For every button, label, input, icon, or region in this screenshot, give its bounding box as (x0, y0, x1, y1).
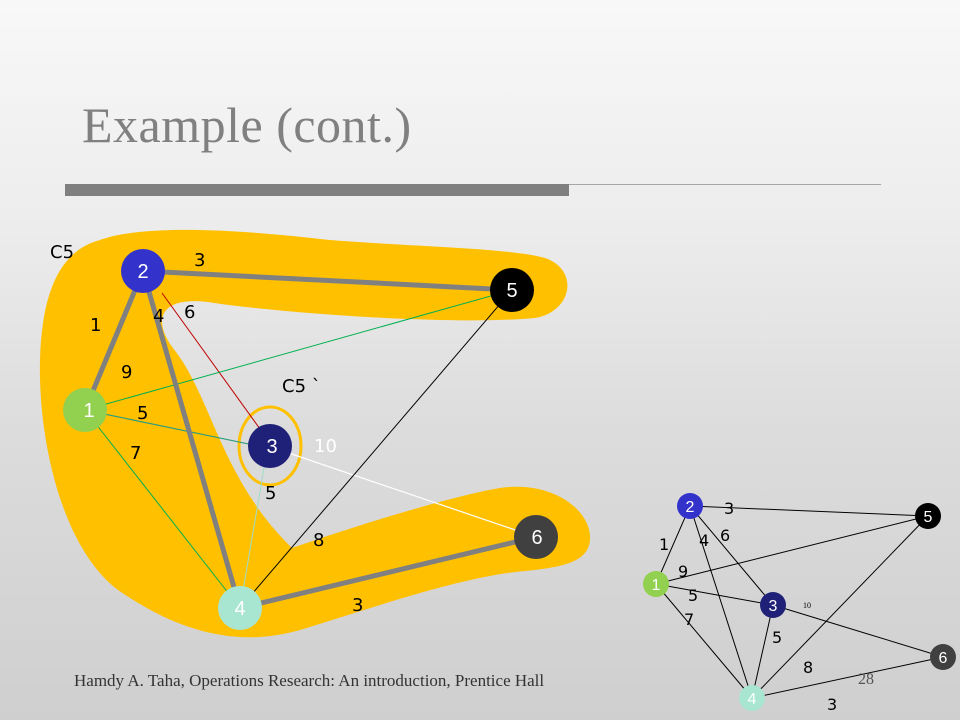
small-weight-1-2: 1 (659, 535, 669, 554)
c5-highlight-region (39, 229, 591, 638)
weight-1-3: 5 (137, 403, 148, 424)
small-weight-4-5: 8 (803, 658, 813, 677)
small-edge-1-2 (655, 505, 691, 585)
edge-3-4 (239, 461, 266, 609)
small-node-5: 5 (915, 503, 941, 529)
svg-text:2: 2 (137, 261, 148, 283)
c5-label: C5 (50, 242, 74, 263)
small-weight-1-5: 9 (678, 562, 688, 581)
slide-title: Example (cont.) (82, 97, 412, 153)
small-node-3: 3 (760, 592, 786, 618)
small-edge-1-3 (655, 583, 774, 606)
svg-text:6: 6 (939, 650, 948, 667)
title-underline-thick (65, 184, 569, 196)
weight-4-6: 3 (352, 595, 363, 616)
weight-4-5: 8 (313, 530, 324, 551)
svg-text:3: 3 (266, 436, 277, 458)
c5-prime-ring (237, 405, 303, 487)
weight-2-3: 6 (184, 302, 195, 323)
weight-1-5: 9 (121, 362, 132, 383)
small-edge-2-4 (689, 505, 753, 699)
svg-text:6: 6 (531, 527, 542, 549)
node-4: 4 (218, 586, 262, 630)
weight-2-4: 4 (153, 306, 164, 327)
weight-3-6: 10 (314, 436, 337, 457)
small-weight-2-4: 4 (699, 531, 709, 550)
svg-text:4: 4 (748, 691, 757, 708)
small-edge-2-3 (689, 505, 774, 606)
small-node-6: 6 (930, 644, 956, 670)
edge-3-6 (267, 445, 537, 538)
svg-text:1: 1 (83, 400, 94, 422)
footer-citation: Hamdy A. Taha, Operations Research: An i… (74, 671, 545, 690)
svg-text:5: 5 (506, 280, 517, 302)
title-underline-thin (569, 184, 881, 185)
small-node-1: 1 (643, 571, 669, 597)
small-edge-3-4 (751, 604, 774, 699)
small-graph: 2 5 1 3 6 4 3 6 4 1 9 5 7 10 5 8 3 (643, 493, 956, 714)
tree-edge-1-2 (82, 270, 146, 411)
small-weight-3-4: 5 (772, 628, 782, 647)
edge-1-3 (84, 409, 269, 449)
small-node-2: 2 (677, 493, 703, 519)
tree-edge-2-4 (140, 270, 243, 609)
edge-4-5 (239, 289, 513, 609)
edge-1-4 (84, 409, 241, 609)
node-6: 6 (514, 515, 558, 559)
node-2: 2 (121, 249, 165, 293)
small-weight-2-5: 3 (724, 499, 734, 518)
c5-prime-label: C5 ` (282, 376, 321, 397)
small-node-4: 4 (739, 685, 765, 711)
small-edge-3-6 (772, 604, 944, 658)
small-weight-2-3: 6 (720, 526, 730, 545)
small-weight-3-6: 10 (803, 601, 811, 610)
small-edge-1-4 (655, 583, 753, 699)
small-edge-1-5 (655, 515, 929, 585)
svg-text:1: 1 (652, 577, 661, 594)
node-5: 5 (490, 268, 534, 312)
weight-2-5: 3 (194, 250, 205, 271)
small-weight-1-3: 5 (688, 586, 698, 605)
edge-2-3 (161, 292, 269, 441)
small-edge-4-5 (751, 515, 929, 699)
svg-text:2: 2 (686, 499, 695, 516)
small-edge-2-5 (689, 505, 929, 517)
svg-text:4: 4 (234, 598, 245, 620)
tree-edge-2-5 (142, 268, 513, 293)
node-3: 3 (248, 424, 292, 468)
small-edge-4-6 (751, 656, 944, 699)
weight-1-4: 7 (130, 443, 141, 464)
small-weight-1-4: 7 (684, 610, 694, 629)
svg-text:5: 5 (924, 509, 933, 526)
weight-1-2: 1 (90, 315, 101, 336)
tree-edge-4-6 (239, 534, 537, 611)
edge-1-5 (84, 289, 513, 411)
node-1: 1 (63, 388, 107, 432)
svg-text:3: 3 (769, 598, 778, 615)
weight-3-4: 5 (265, 483, 276, 504)
small-weight-4-6: 3 (827, 695, 837, 714)
page-number: 28 (858, 671, 874, 688)
